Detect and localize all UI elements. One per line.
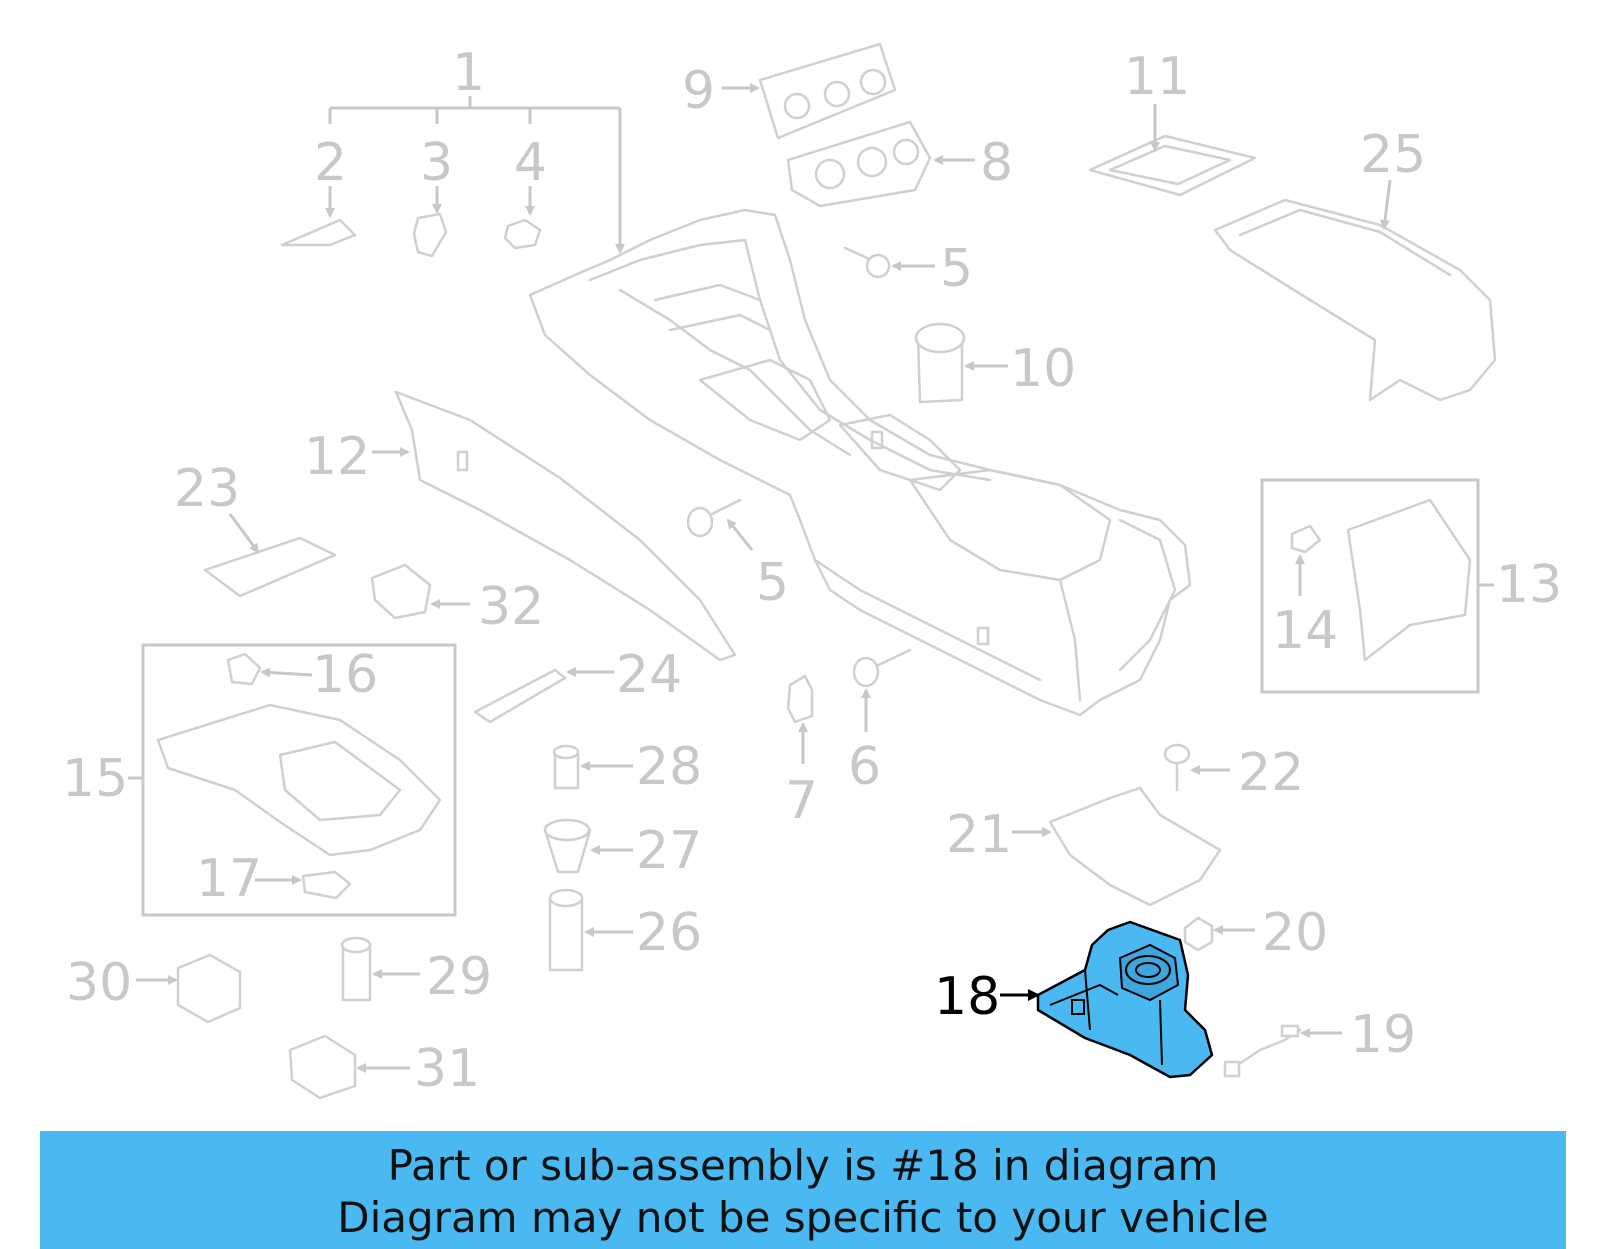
center-console-part	[528, 208, 1192, 717]
callout-14: 14	[1272, 601, 1338, 661]
part-24-strip	[473, 668, 567, 724]
part-16-clip	[226, 652, 262, 686]
part-23-pad	[203, 536, 337, 598]
part-13-trim	[1346, 498, 1472, 662]
callout-20: 20	[1262, 903, 1328, 963]
callout-23: 23	[174, 459, 240, 519]
callout-18: 18	[934, 967, 1000, 1027]
part-22-screw	[1163, 743, 1191, 792]
part-6-screw	[852, 648, 912, 688]
callout-7: 7	[785, 771, 818, 831]
part-5-screw-mid	[686, 498, 742, 538]
part-20-nut	[1183, 916, 1214, 952]
part-21-trim	[1048, 786, 1222, 907]
part-17-clip	[301, 870, 352, 900]
part-31-switch	[288, 1034, 357, 1100]
callout-21: 21	[946, 805, 1012, 865]
leader-lines	[128, 83, 1494, 1073]
part-4-nut	[503, 218, 542, 250]
callout-25: 25	[1360, 125, 1426, 185]
callout-15: 15	[62, 749, 128, 809]
callout-5b: 5	[756, 553, 789, 613]
part-32-switch	[370, 563, 432, 620]
part-14-clip	[1290, 524, 1322, 554]
callout-16: 16	[312, 645, 378, 705]
callout-1: 1	[452, 43, 485, 103]
callout-31: 31	[414, 1039, 480, 1099]
callout-9: 9	[682, 61, 715, 121]
part-29-socket	[341, 943, 372, 1002]
callout-13: 13	[1496, 555, 1562, 615]
banner-line-2: Diagram may not be specific to your vehi…	[337, 1193, 1269, 1242]
callout-27: 27	[636, 821, 702, 881]
callout-3: 3	[420, 133, 453, 193]
callout-15-box	[141, 643, 457, 917]
part-9-panel	[758, 42, 897, 140]
part-26-socket	[548, 896, 584, 972]
callout-4: 4	[514, 133, 547, 193]
part-7-clip	[786, 674, 814, 724]
callout-24: 24	[616, 645, 682, 705]
callout-32: 32	[478, 577, 544, 637]
callout-6: 6	[848, 737, 881, 797]
part-3-clip	[412, 212, 448, 258]
callout-30: 30	[66, 953, 132, 1013]
callout-11: 11	[1124, 47, 1190, 107]
callout-8: 8	[980, 133, 1013, 193]
part-11-mat	[1088, 134, 1257, 197]
part-30-switch	[176, 953, 242, 1024]
callout-5a: 5	[940, 239, 973, 299]
info-banner: Part or sub-assembly is #18 in diagram D…	[40, 1131, 1566, 1249]
callout-28: 28	[636, 737, 702, 797]
part-12-side-panel	[394, 390, 737, 662]
callout-1-bracket	[328, 96, 625, 254]
banner-line-1: Part or sub-assembly is #18 in diagram	[387, 1141, 1219, 1190]
part-18-highlighted	[1036, 920, 1214, 1079]
callout-26: 26	[636, 903, 702, 963]
callout-22: 22	[1238, 743, 1304, 803]
callout-10: 10	[1010, 339, 1076, 399]
part-5-screw-top	[843, 246, 891, 279]
part-15-bezel	[156, 703, 442, 857]
part-25-armrest	[1213, 198, 1497, 402]
callout-12: 12	[304, 427, 370, 487]
callout-2: 2	[314, 133, 347, 193]
callout-17: 17	[196, 849, 262, 909]
callout-19: 19	[1350, 1005, 1416, 1065]
part-2-shape	[280, 218, 357, 247]
callout-29: 29	[426, 947, 492, 1007]
